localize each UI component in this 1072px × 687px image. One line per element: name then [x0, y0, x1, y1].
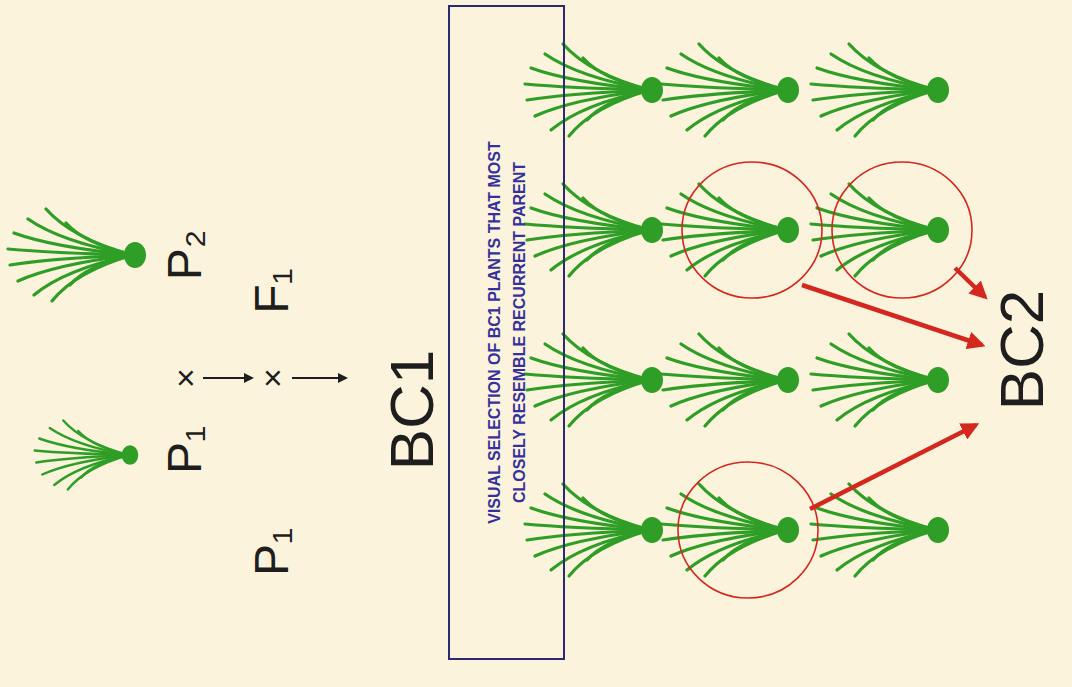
selection-arrow — [810, 425, 976, 509]
plant-figure — [525, 334, 663, 426]
generation-label: P₁ — [248, 528, 296, 576]
selection-arrow — [955, 268, 985, 297]
plant-figure — [661, 484, 799, 576]
cross-sign: × — [255, 368, 289, 388]
process-box: VISUAL SELECTION OF BC1 PLANTS THAT MOST… — [448, 5, 565, 660]
selection-arrow — [802, 285, 982, 345]
selection-circle — [832, 162, 972, 298]
plant-figure — [8, 209, 146, 301]
plant-figure — [525, 484, 663, 576]
generation-label: F₁ — [248, 268, 296, 314]
generation-label: P₁ — [161, 426, 209, 474]
box-text: VISUAL SELECTION OF BC1 PLANTS THAT MOST… — [482, 118, 532, 548]
generation-label: BC2 — [991, 290, 1053, 411]
cross-arrow — [203, 377, 252, 379]
plant-figure — [525, 184, 663, 276]
plant-figure — [811, 334, 949, 426]
cross-arrow — [292, 377, 346, 379]
selection-circle — [678, 462, 818, 598]
cross-sign: × — [168, 368, 202, 388]
plant-figure — [661, 44, 799, 136]
generation-label: BC1 — [381, 350, 443, 471]
selection-circle — [682, 162, 822, 298]
generation-label: P₂ — [161, 230, 209, 281]
plant-figure — [525, 44, 663, 136]
plant-figure — [811, 44, 949, 136]
plant-figure — [35, 421, 139, 490]
plant-figure — [661, 334, 799, 426]
